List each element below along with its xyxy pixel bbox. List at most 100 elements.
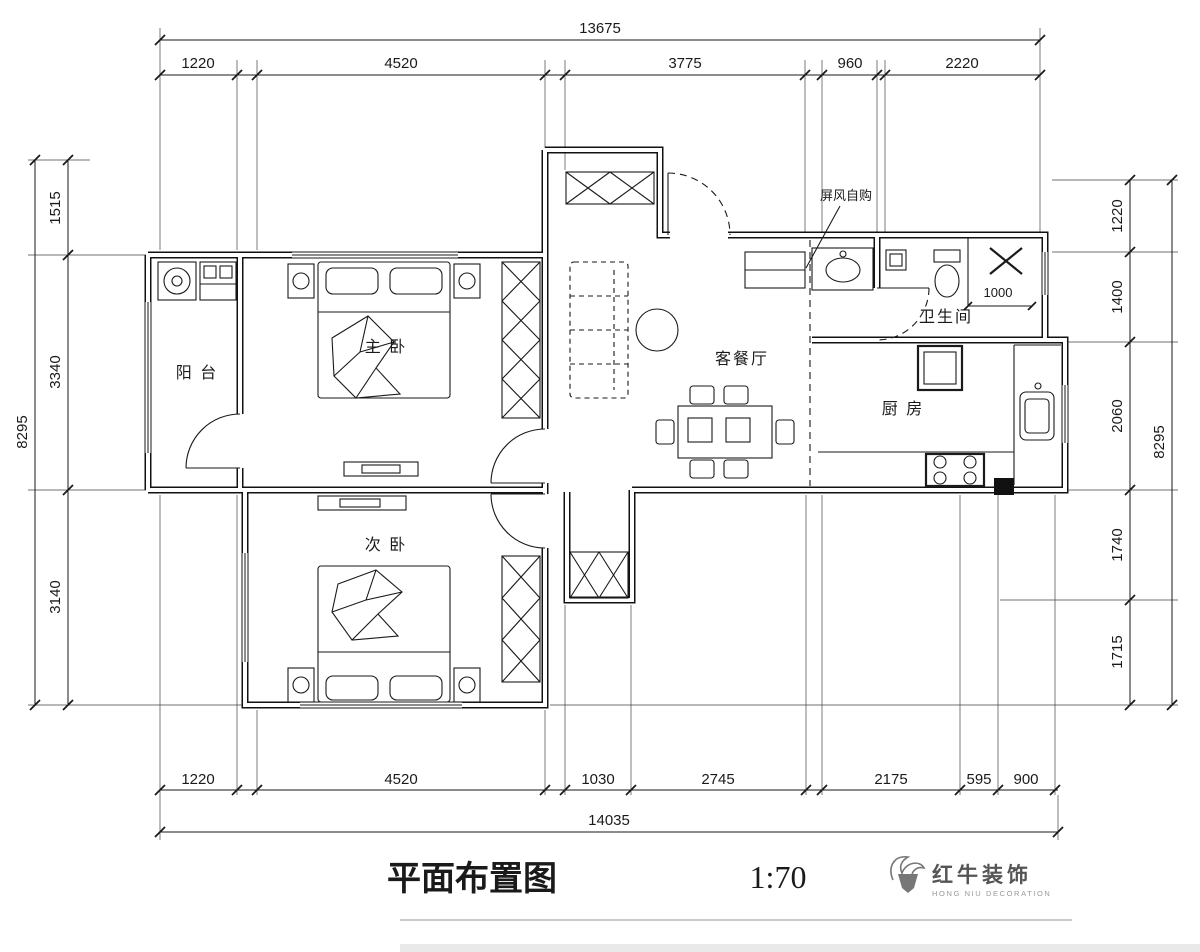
- bull-icon: [890, 856, 926, 893]
- room-label-kitchen: 厨 房: [882, 400, 924, 418]
- washing-machine: [157, 261, 197, 301]
- dim-label: 2745: [701, 771, 734, 788]
- tv-cabinet-secondary: [317, 495, 407, 511]
- room-label-living: 客餐厅: [715, 350, 769, 368]
- bottom-dimensions: 1220 4520 1030 2745 2175 595 900 14035: [154, 771, 1064, 838]
- screen-note: 屏风自购: [820, 188, 872, 203]
- master-window: [292, 251, 458, 259]
- room-labels: 阳 台 主 卧 次 卧 客餐厅 卫生间 厨 房: [176, 308, 973, 554]
- dim-label: 1000: [984, 285, 1013, 300]
- bathroom-door: [876, 287, 930, 341]
- side-table: [635, 308, 679, 352]
- nightstand: [287, 667, 315, 703]
- pillow: [325, 675, 379, 701]
- chair: [723, 459, 749, 479]
- dim-label: 3340: [47, 355, 64, 388]
- right-dimensions: 1220 1400 2060 1740 1715 8295: [1109, 174, 1178, 711]
- master-bedroom: [287, 261, 541, 477]
- entry-closet: [565, 171, 655, 205]
- bathroom: 1000: [811, 238, 1037, 311]
- secondary-bottom-window: [300, 701, 462, 709]
- dim-label: 1740: [1109, 528, 1126, 561]
- secondary-left-window: [241, 553, 249, 662]
- chair: [689, 385, 715, 405]
- dim-label: 1220: [1109, 199, 1126, 232]
- dim-label: 1220: [181, 55, 214, 72]
- chair: [689, 459, 715, 479]
- dim-bottom-total: 14035: [588, 812, 630, 829]
- fridge: [916, 344, 964, 392]
- dim-label: 1220: [181, 771, 214, 788]
- quilt: [318, 569, 450, 653]
- structural-column: [994, 478, 1014, 495]
- balcony-door: [185, 413, 241, 469]
- bathroom-window: [1041, 252, 1049, 295]
- dim-label: 1030: [581, 771, 614, 788]
- room-label-balcony: 阳 台: [176, 364, 218, 382]
- nightstand: [453, 667, 481, 703]
- wardrobe-secondary: [501, 555, 541, 683]
- logo-tagline: HONG NIU DECORATION: [932, 889, 1051, 898]
- kitchen-window: [1061, 385, 1069, 443]
- stove: [924, 452, 986, 488]
- dim-label: 3775: [668, 55, 701, 72]
- sheet-title: 平面布置图: [387, 860, 557, 898]
- sofa: [569, 261, 629, 399]
- living-dining: [565, 171, 806, 599]
- extension-lines: [28, 28, 1178, 840]
- room-label-bathroom: 卫生间: [919, 308, 973, 326]
- pillow: [325, 267, 379, 295]
- kitchen-sink: [1019, 391, 1055, 441]
- chair: [655, 419, 675, 445]
- screen-leader-line: [805, 205, 841, 269]
- balcony: [157, 261, 237, 301]
- room-label-secondary: 次 卧: [365, 536, 407, 554]
- doors: [185, 172, 930, 549]
- dim-label: 3140: [47, 580, 64, 613]
- bathroom-inner-dim: 1000: [963, 285, 1037, 311]
- logo: 红牛装饰 HONG NIU DECORATION: [890, 856, 1051, 898]
- wardrobe-master: [501, 261, 541, 419]
- entry-cabinet: [744, 251, 806, 289]
- duct-shaft: [569, 551, 629, 599]
- dim-label: 2220: [945, 55, 978, 72]
- secondary-door: [490, 493, 546, 549]
- chair: [723, 385, 749, 405]
- annotations: 屏风自购: [805, 188, 872, 269]
- dim-label: 4520: [384, 55, 417, 72]
- left-dimensions: 8295 1515 3340 3140: [14, 154, 74, 711]
- kitchen-counter: [818, 344, 1061, 485]
- entry-door: [667, 172, 731, 236]
- balcony-window: [144, 302, 152, 453]
- dim-label: 4520: [384, 771, 417, 788]
- pillow: [389, 675, 443, 701]
- dim-label: 1400: [1109, 280, 1126, 313]
- dim-top-total: 13675: [579, 20, 621, 37]
- dim-label: 1515: [47, 191, 64, 224]
- pillow: [389, 267, 443, 295]
- master-bed: [317, 261, 451, 399]
- secondary-bedroom: [287, 495, 541, 703]
- secondary-bed: [317, 565, 451, 703]
- dim-label: 2060: [1109, 399, 1126, 432]
- sheet-scale: 1:70: [750, 859, 807, 895]
- top-dimensions: 13675 1220 4520 3775 960 2220: [154, 20, 1046, 81]
- nightstand: [453, 263, 481, 299]
- vanity-basin: [811, 247, 874, 291]
- balcony-cabinet: [199, 261, 237, 301]
- bottom-strip: [400, 944, 1200, 952]
- toilet: [933, 249, 961, 298]
- shower-mark: [989, 247, 1023, 275]
- kitchen: [818, 344, 1061, 495]
- tv-cabinet-master: [343, 461, 419, 477]
- mop-sink: [885, 249, 907, 271]
- dim-label: 900: [1013, 771, 1038, 788]
- walls: [144, 146, 1069, 709]
- windows: [144, 251, 1069, 709]
- dim-label: 2175: [874, 771, 907, 788]
- quilt: [318, 311, 450, 399]
- title-block: 平面布置图 1:70 红牛装饰 HONG NIU DECORATION: [387, 856, 1200, 952]
- dim-label: 960: [837, 55, 862, 72]
